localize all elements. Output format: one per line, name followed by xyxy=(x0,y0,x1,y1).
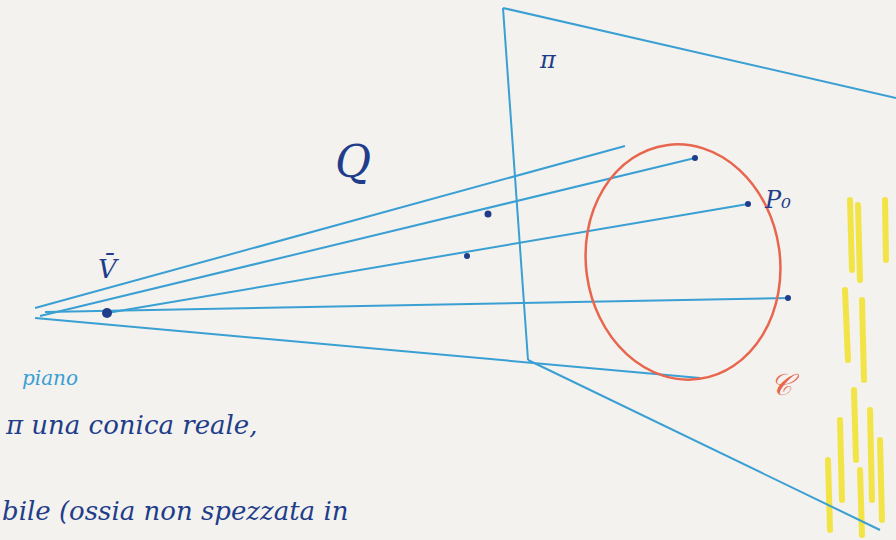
note-text: bile (ossia non spezzata in xyxy=(2,498,348,524)
point-label: P₀ xyxy=(765,188,791,212)
vertex-label: V̄ xyxy=(98,256,117,282)
quadric-label: Q xyxy=(335,140,371,184)
plane-pi xyxy=(503,8,896,530)
note-text: piano xyxy=(22,368,78,388)
conic-label: 𝒞 xyxy=(770,370,792,400)
conic-curve xyxy=(571,132,796,393)
cone-generatrices xyxy=(35,146,790,378)
yellow-scribble xyxy=(828,200,886,535)
note-text: π una conica reale, xyxy=(6,412,258,438)
points xyxy=(102,155,791,318)
plane-label: π xyxy=(540,48,556,72)
